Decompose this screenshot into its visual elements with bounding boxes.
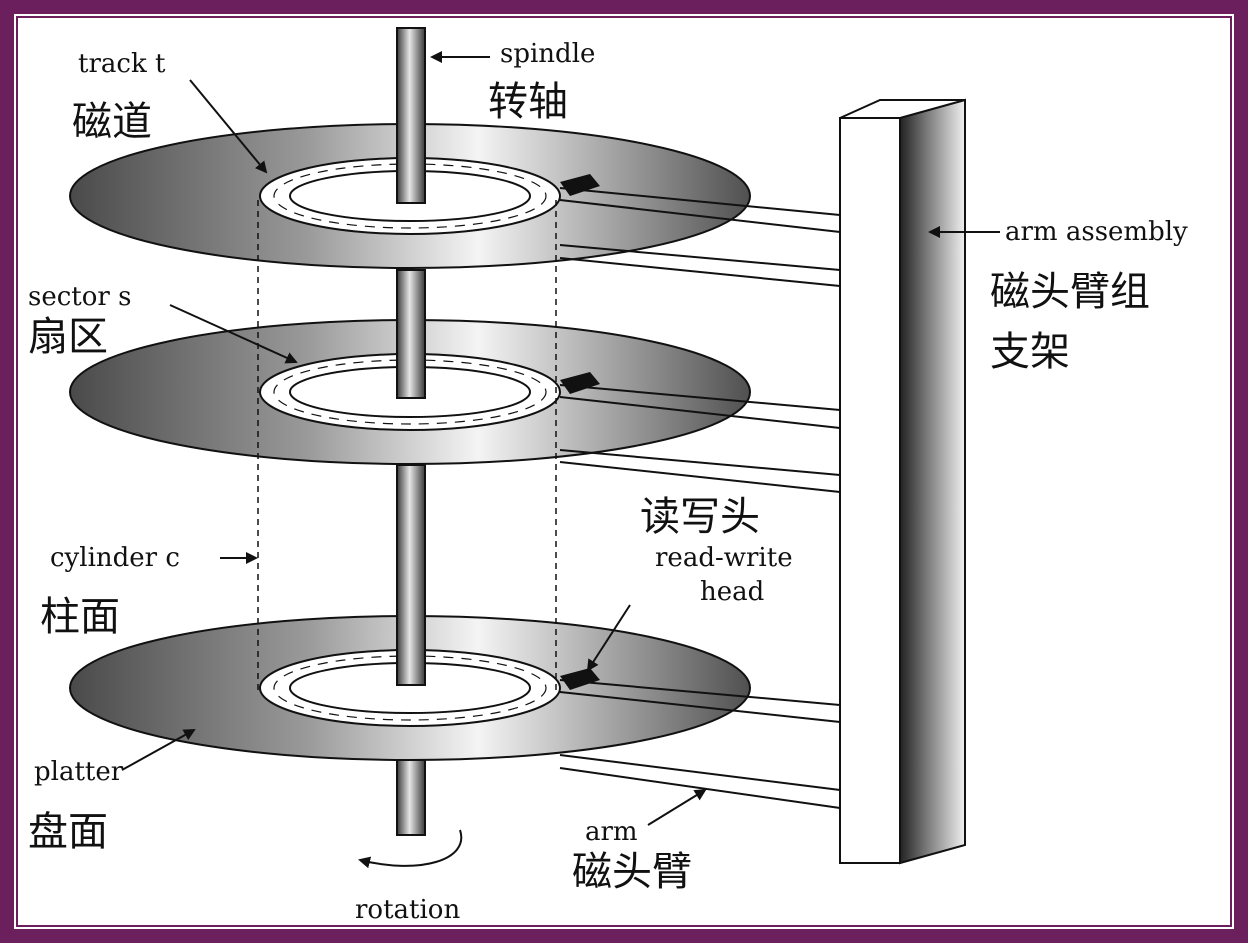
label-arm: arm [585, 817, 638, 847]
spindle [396, 27, 426, 836]
cylinder-lines [257, 200, 557, 690]
label-platter-zh: 盘面 [28, 809, 108, 855]
read-write-heads [560, 174, 600, 690]
label-cylinder: cylinder c [50, 543, 180, 573]
label-rw-head-zh: 读写头 [640, 494, 760, 540]
label-platter: platter [34, 757, 124, 787]
label-rw-head-en-1: read-write [655, 543, 793, 573]
label-cylinder-zh: 柱面 [40, 594, 120, 640]
label-arm-assembly: arm assembly [1005, 217, 1188, 247]
arm-assembly [839, 98, 966, 865]
label-arm-assembly-zh-1: 磁头臂组 [990, 269, 1150, 315]
label-track-zh: 磁道 [72, 99, 152, 145]
label-rotation: rotation [355, 895, 460, 925]
label-spindle-zh: 转轴 [488, 79, 568, 125]
label-track: track t [78, 49, 166, 79]
platter-3 [69, 615, 751, 761]
label-spindle: spindle [500, 39, 595, 69]
leader-arrows [121, 51, 1000, 826]
rotation-arrow [358, 829, 463, 869]
label-arm-assembly-zh-2: 支架 [990, 329, 1070, 375]
label-arm-zh: 磁头臂 [572, 849, 692, 895]
label-rw-head-en-2: head [700, 577, 764, 607]
label-sector: sector s [28, 282, 131, 312]
arms [559, 187, 841, 809]
label-sector-zh: 扇区 [28, 314, 108, 360]
